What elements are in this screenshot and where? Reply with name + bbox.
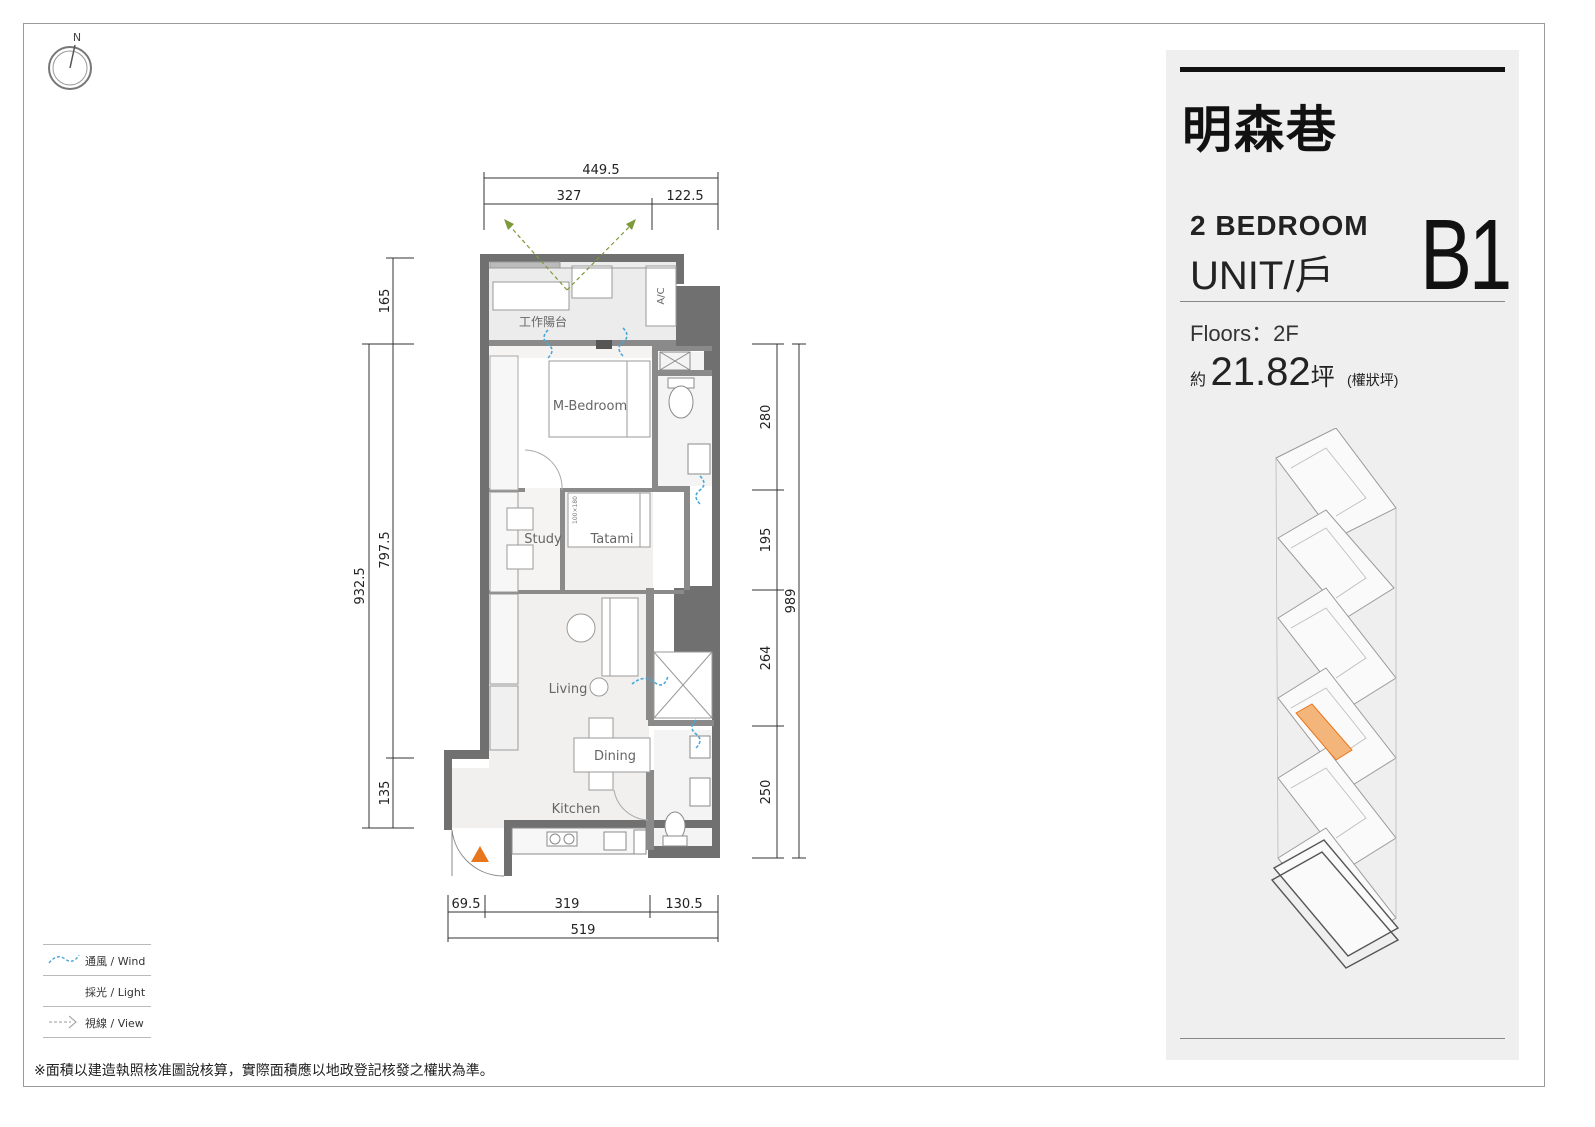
area-unit: 坪 (1310, 364, 1335, 391)
room-label-balcony: 工作陽台 (519, 314, 567, 329)
balcony-details (489, 261, 677, 327)
dim-left-total: 932.5 (353, 567, 368, 604)
living-furniture (489, 593, 639, 751)
floor-info: Floors：2F (1190, 321, 1299, 346)
legend-row-wind: 通風 / Wind (43, 944, 151, 975)
view-arrows (507, 223, 633, 291)
view-arrowhead-left-icon (504, 219, 514, 230)
panel-bottom-divider (1180, 1038, 1505, 1039)
panel-divider (1180, 301, 1505, 302)
dim-top-total: 449.5 (582, 163, 619, 178)
study-furniture (489, 491, 651, 593)
dim-left-top: 165 (378, 289, 393, 314)
dim-right-d: 250 (759, 780, 774, 805)
dim-right-c: 264 (759, 646, 774, 671)
project-name: 明森巷 (1182, 101, 1338, 159)
panel-top-bar (1180, 67, 1505, 72)
area-info: 約 21.82坪 (權狀坪) (1190, 350, 1398, 395)
dim-bottom-b: 319 (555, 897, 580, 912)
view-arrowhead-right-icon (626, 219, 636, 230)
footnote: ※面積以建造執照核准圖說核算，實際面積應以地政登記核發之權狀為準。 (34, 1063, 494, 1079)
legend-row-view: 視線 / View (43, 1006, 151, 1038)
area-value: 21.82 (1210, 350, 1311, 394)
bedroom-count: 2 BEDROOM (1190, 210, 1369, 241)
bath-door-swing (613, 789, 649, 821)
area-note: (權狀坪) (1347, 372, 1399, 388)
legend-label-wind: 通風 / Wind (85, 955, 146, 968)
wind-icon (48, 954, 80, 964)
dim-right-a: 280 (759, 405, 774, 430)
right-dimensions (752, 343, 806, 859)
room-label-master-bedroom: M-Bedroom (553, 399, 627, 414)
dim-bottom-a: 69.5 (452, 897, 481, 912)
bathroom-1-fixtures (659, 351, 711, 475)
walls (444, 254, 720, 876)
dim-right-b: 195 (759, 528, 774, 553)
view-icon (49, 1015, 77, 1029)
highlighted-unit (1295, 703, 1353, 761)
bathroom-2-fixtures (662, 735, 711, 847)
room-label-study: Study (524, 532, 562, 547)
dim-bottom-c: 130.5 (665, 897, 702, 912)
legend-label-view: 視線 / View (85, 1017, 144, 1030)
tatami-tag: 100×180 (572, 496, 579, 524)
unit-code: B1 (1420, 199, 1512, 311)
dim-bottom-total: 519 (571, 923, 596, 938)
shaft (653, 651, 713, 719)
dining-table (573, 717, 651, 791)
bottom-dimensions (447, 895, 719, 942)
legend-label-light: 採光 / Light (85, 986, 146, 999)
left-dimensions (362, 257, 414, 829)
unit-label: UNIT/戶 (1190, 254, 1335, 298)
wardrobe (489, 355, 519, 491)
dim-right-total: 989 (784, 589, 799, 614)
page-frame (23, 23, 1545, 1087)
wind-paths (543, 327, 705, 749)
area-prefix: 約 (1190, 372, 1207, 389)
floor-plan: 449.5 327 122.5 165 797.5 932.5 135 280 … (353, 163, 806, 942)
master-bed (548, 360, 651, 438)
north-compass-icon: N (48, 31, 92, 90)
room-label-tatami: Tatami (589, 532, 633, 547)
legend-row-light: 採光 / Light (43, 975, 151, 1006)
dim-top-a: 327 (557, 189, 582, 204)
room-label-dining: Dining (594, 749, 636, 764)
dim-left-mid: 797.5 (378, 531, 393, 568)
study-door-swing (524, 449, 563, 491)
kitchen-counter (511, 827, 647, 855)
info-panel: 明森巷 2 BEDROOM UNIT/戶 B1 Floors：2F 約 21.8… (1166, 50, 1519, 1060)
room-label-kitchen: Kitchen (552, 802, 601, 817)
room-label-ac: A/C (656, 287, 667, 304)
top-dimensions (483, 172, 719, 230)
entrance-marker-icon (471, 846, 489, 862)
legend: 通風 / Wind 採光 / Light 視線 / View (43, 944, 151, 1038)
partitions (489, 340, 714, 850)
north-label: N (73, 31, 81, 44)
dim-left-bottom: 135 (378, 781, 393, 806)
room-label-living: Living (549, 682, 588, 697)
dim-top-b: 122.5 (666, 189, 703, 204)
entry-door-swing (451, 829, 505, 877)
building-axonometric-diagram (1270, 428, 1400, 969)
